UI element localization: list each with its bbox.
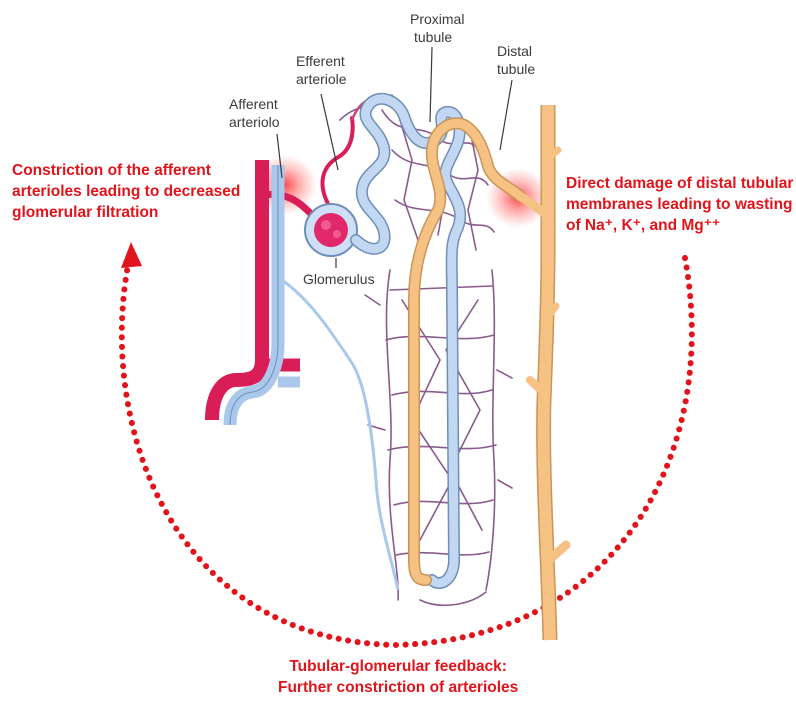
right-annotation-line-1: Direct damage of distal tubular: [566, 173, 793, 194]
efferent-label-line-2: arteriole: [296, 70, 347, 88]
right-annotation-line-2: membranes leading to wasting: [566, 194, 793, 215]
proximal-label-line-1: Proximal: [410, 10, 464, 28]
afferent-label-line-2: arteriolo: [229, 113, 280, 131]
feedback-annotation: Tubular-glomerular feedback: Further con…: [278, 656, 518, 698]
bottom-annotation-line-1: Tubular-glomerular feedback:: [278, 656, 518, 677]
efferent-arteriole-label: Efferent arteriole: [296, 52, 347, 88]
efferent-arteriole: [323, 118, 353, 212]
proximal-tubule-label: Proximal tubule: [410, 10, 464, 46]
feedback-arrowhead: [121, 242, 142, 268]
distal-damage-annotation: Direct damage of distal tubular membrane…: [566, 173, 793, 236]
afferent-constriction-annotation: Constriction of the afferent arterioles …: [12, 160, 240, 223]
left-annotation-line-1: Constriction of the afferent: [12, 160, 240, 181]
glomerulus-texture: [333, 230, 341, 238]
distal-tubule-label: Distal tubule: [497, 42, 535, 78]
venule: [282, 280, 398, 590]
glomerulus-texture: [321, 220, 331, 230]
glomerulus-label-text: Glomerulus: [303, 270, 375, 288]
left-annotation-line-2: arterioles leading to decreased: [12, 181, 240, 202]
afferent-arteriole-label: Afferent arteriolo: [229, 95, 280, 131]
bottom-annotation-line-2: Further constriction of arterioles: [278, 677, 518, 698]
left-annotation-line-3: glomerular filtration: [12, 202, 240, 223]
feedback-arc: [122, 255, 692, 645]
glomerulus-label: Glomerulus: [303, 270, 375, 288]
afferent-label-line-1: Afferent: [229, 95, 280, 113]
glomerulus-tuft: [314, 213, 348, 247]
efferent-label-line-1: Efferent: [296, 52, 347, 70]
ascending-limb: [414, 123, 520, 580]
distal-label-line-1: Distal: [497, 42, 535, 60]
distal-label-line-2: tubule: [497, 60, 535, 78]
right-annotation-line-3: of Na⁺, K⁺, and Mg⁺⁺: [566, 215, 793, 236]
proximal-label-line-2: tubule: [410, 28, 464, 46]
